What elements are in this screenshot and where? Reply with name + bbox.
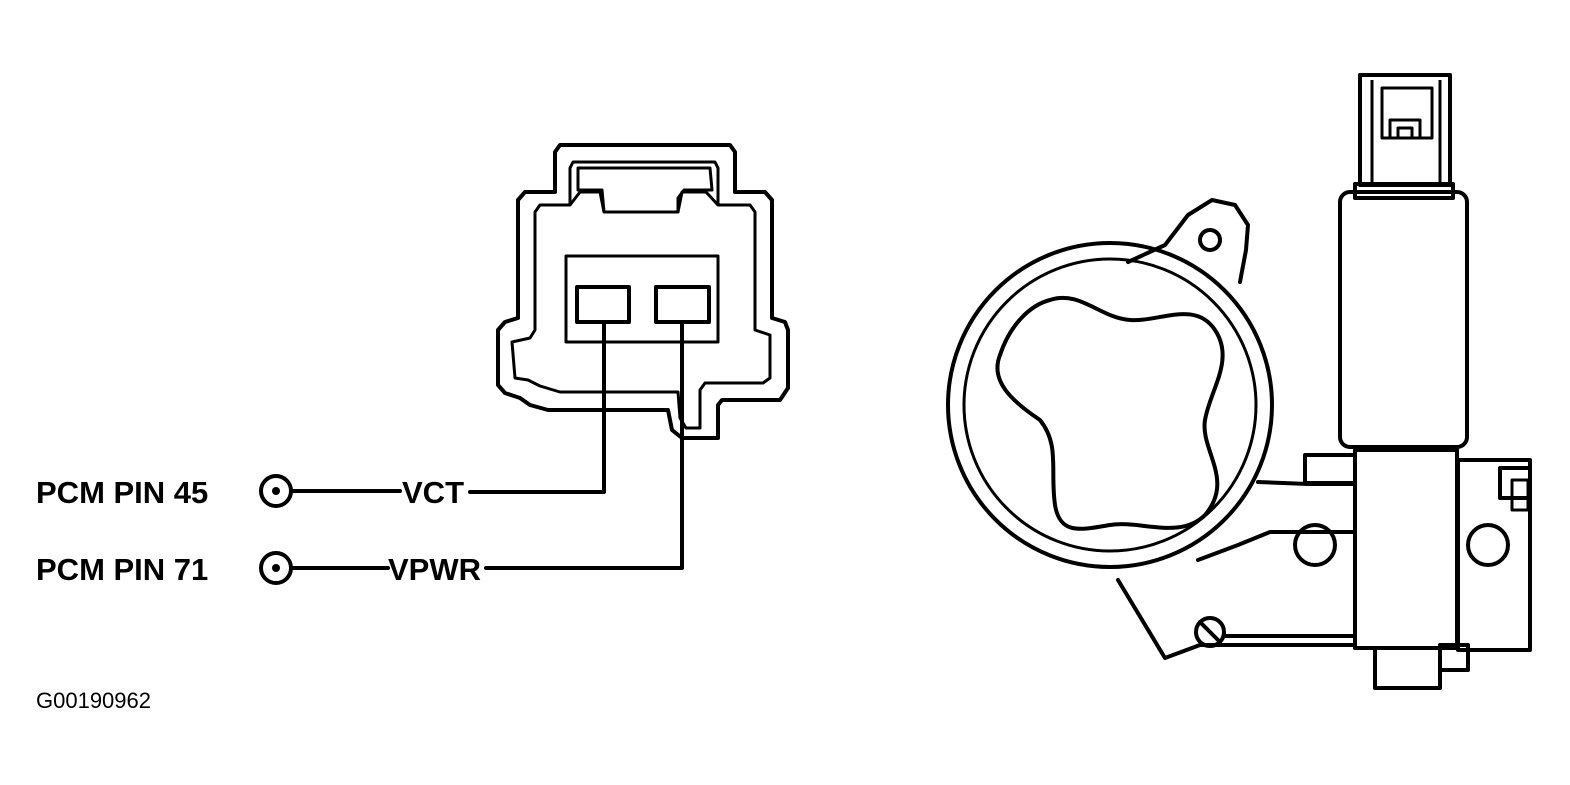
pin71-terminal-icon xyxy=(259,551,293,585)
screw-head-icon xyxy=(1194,616,1226,648)
terminal-vct xyxy=(575,285,631,324)
arm-lower xyxy=(1196,530,1357,562)
bottom-foot xyxy=(1373,646,1442,690)
valve-cap xyxy=(1498,466,1532,500)
pin45-label: PCM PIN 45 xyxy=(36,475,208,510)
connector-tab-inner xyxy=(1396,126,1414,140)
terminal-cavity xyxy=(564,254,720,344)
valve-housing xyxy=(1353,448,1459,650)
valve-port xyxy=(1466,523,1510,567)
solenoid-connector xyxy=(1358,73,1452,187)
pin71-label: PCM PIN 71 xyxy=(36,552,208,587)
screw-slot xyxy=(1198,620,1222,644)
body-inner-ring xyxy=(962,257,1258,553)
valve-block xyxy=(1456,458,1532,652)
wires xyxy=(259,320,684,585)
bottom-tab xyxy=(1438,643,1470,672)
solenoid-tower xyxy=(1338,190,1469,449)
pin45-terminal-icon xyxy=(259,474,293,508)
side-tab xyxy=(1303,453,1357,485)
wire-vpwr xyxy=(484,320,684,570)
connector-shoulder-left xyxy=(568,190,606,213)
pin71-terminal-dot xyxy=(272,564,280,572)
connector-outer-body xyxy=(496,143,790,440)
vpwr-signal-label: VPWR xyxy=(388,552,481,587)
lower-bracket xyxy=(1116,578,1357,660)
trilobe-cam xyxy=(995,296,1225,531)
connector-face xyxy=(496,143,790,440)
valve-cap-inner xyxy=(1510,478,1530,512)
figure-code: G00190962 xyxy=(36,688,151,713)
body-outer-ring xyxy=(946,241,1274,569)
mounting-hole xyxy=(1198,228,1222,252)
vct-signal-label: VCT xyxy=(402,475,464,510)
connector-shoulder-right xyxy=(676,190,720,213)
terminal-vpwr xyxy=(654,285,711,324)
wire-vct xyxy=(468,320,606,494)
connector-inner-body xyxy=(510,160,772,430)
side-boss xyxy=(1293,523,1337,567)
mounting-ear xyxy=(1126,198,1250,284)
connector-latch xyxy=(576,166,714,214)
vct-solenoid-illustration xyxy=(946,73,1532,690)
pin45-terminal-dot xyxy=(272,487,280,495)
